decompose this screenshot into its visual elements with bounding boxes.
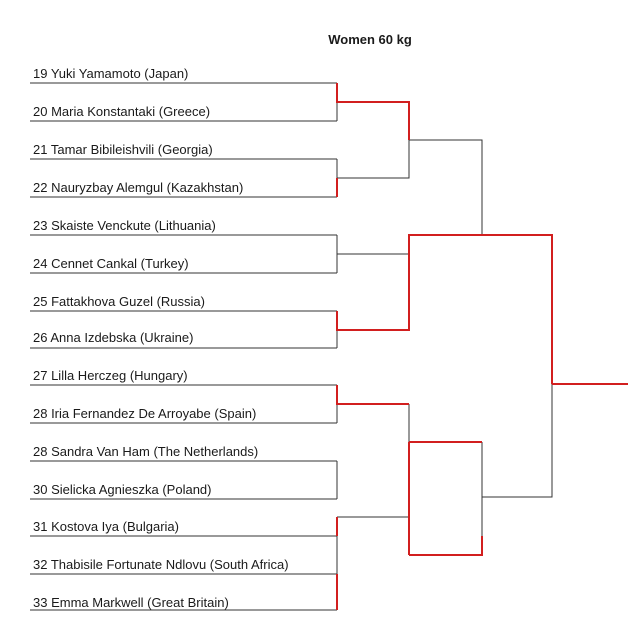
winner-line-10 xyxy=(409,536,483,556)
entry-label-8: 26 Anna Izdebska (Ukraine) xyxy=(33,330,194,345)
r2-connector-2 xyxy=(337,253,410,292)
winner-path xyxy=(336,83,628,610)
entry-label-5: 23 Skaiste Venckute (Lithuania) xyxy=(33,218,216,233)
entry-label-10: 28 Iria Fernandez De Arroyabe (Spain) xyxy=(33,406,257,421)
entry-label-11: 28 Sandra Van Ham (The Netherlands) xyxy=(33,444,259,459)
winner-line-4 xyxy=(336,385,409,405)
entry-label-9: 27 Lilla Herczeg (Hungary) xyxy=(33,368,188,383)
entry-label-7: 25 Fattakhova Guzel (Russia) xyxy=(33,294,205,309)
sf-connector-1 xyxy=(409,139,483,235)
entry-label-2: 20 Maria Konstantaki (Greece) xyxy=(33,104,211,119)
r2-connector-1 xyxy=(337,140,410,179)
entry-label-4: 22 Nauryzbay Alemgul (Kazakhstan) xyxy=(33,180,244,195)
entry-label-13: 31 Kostova Iya (Bulgaria) xyxy=(33,519,179,534)
winner-line-8 xyxy=(408,234,553,384)
entry-label-12: 30 Sielicka Agnieszka (Poland) xyxy=(33,482,212,497)
entry-label-15: 33 Emma Markwell (Great Britain) xyxy=(33,595,229,610)
winner-line-3 xyxy=(336,292,410,331)
final-connector xyxy=(482,384,553,498)
bracket-title: Women 60 kg xyxy=(328,32,412,47)
entry-label-1: 19 Yuki Yamamoto (Japan) xyxy=(33,66,189,81)
entry-label-6: 24 Cennet Cankal (Turkey) xyxy=(33,256,189,271)
winner-line-1 xyxy=(336,83,410,140)
bracket-connectors xyxy=(30,82,553,611)
entry-label-3: 21 Tamar Bibileishvili (Georgia) xyxy=(33,142,213,157)
r2-connector-4 xyxy=(337,516,410,555)
entry-label-14: 32 Thabisile Fortunate Ndlovu (South Afr… xyxy=(33,557,289,572)
